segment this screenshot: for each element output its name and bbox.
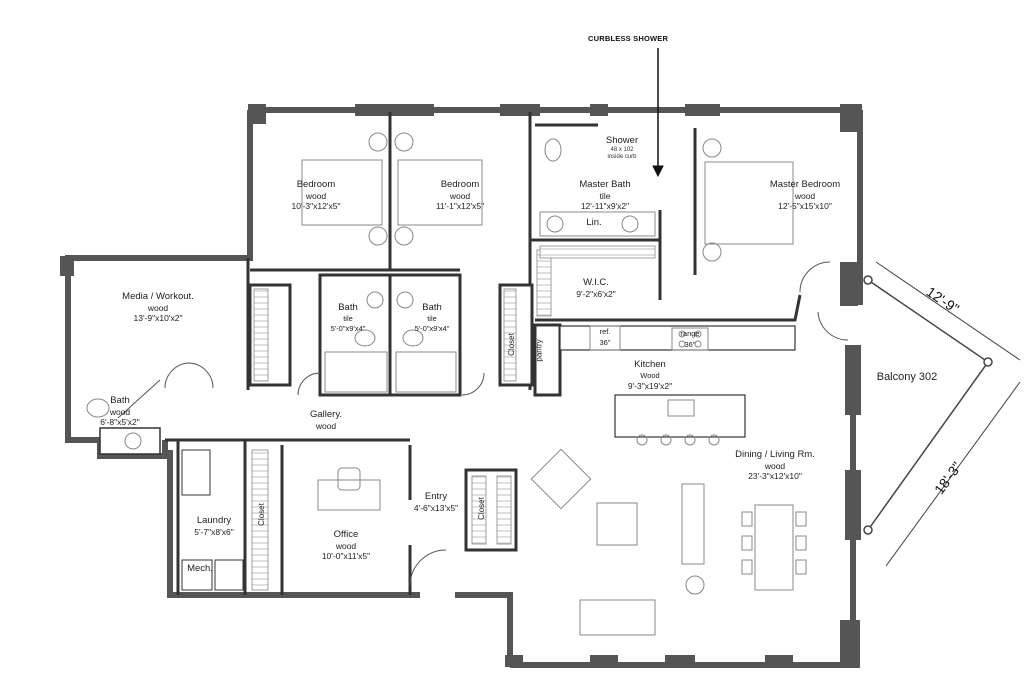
shower-label: Shower 48 x 102 inside curb bbox=[605, 135, 639, 160]
bath-right-label: Bath tile 5'-0"x9'x4" bbox=[414, 302, 450, 333]
closet-mid-label: Closet bbox=[506, 333, 516, 356]
balcony-label: Balcony 302 bbox=[876, 371, 938, 383]
wall-piers bbox=[60, 104, 862, 668]
mech-label: Mech. bbox=[187, 563, 213, 574]
door-swings bbox=[117, 261, 849, 586]
pantry-label: pantry bbox=[534, 339, 544, 362]
range-label: range 36" bbox=[680, 329, 700, 349]
master-bedroom-label: Master Bedroom wood 12'-5"x15'x10" bbox=[769, 179, 841, 211]
media-workout-label: Media / Workout. wood 13'-9"x10'x2" bbox=[122, 291, 194, 323]
callout-curbless-shower: CURBLESS SHOWER bbox=[588, 34, 669, 43]
furniture bbox=[86, 132, 807, 636]
bedroom-2-label: Bedroom wood 11'-1"x12'x5" bbox=[435, 179, 485, 211]
laundry-label: Laundry 5'-7"x8'x6" bbox=[194, 515, 234, 537]
dining-living-label: Dining / Living Rm. wood 23'-3"x12'x10" bbox=[735, 449, 815, 481]
bedroom-1-label: Bedroom wood 10'-3"x12'x5" bbox=[291, 179, 341, 211]
closet-entry-label: Closet bbox=[476, 497, 486, 520]
entry-label: Entry 4'-6"x13'x5" bbox=[413, 491, 459, 513]
bath-small-label: Bath wood 6'-8"x5'x2" bbox=[100, 395, 140, 427]
ref-label: ref. 36" bbox=[599, 327, 611, 347]
gallery-label: Gallery. wood bbox=[309, 409, 343, 431]
callout-arrow bbox=[652, 48, 664, 178]
master-bath-label: Master Bath tile 12'-11"x9'x2" bbox=[579, 179, 631, 211]
closet-office-label: Closet bbox=[256, 503, 266, 526]
balcony-outline bbox=[863, 261, 1021, 567]
office-label: Office wood 10'-0"x11'x5" bbox=[321, 529, 371, 561]
wic-label: W.I.C. 9'-2"x6'x2" bbox=[576, 277, 616, 299]
linen-label: Lin. bbox=[586, 217, 602, 228]
kitchen-label: Kitchen Wood 9'-3"x19'x2" bbox=[627, 359, 673, 391]
closet-shelving bbox=[251, 245, 656, 591]
bath-left-label: Bath tile 5'-0"x9'x4" bbox=[330, 302, 366, 333]
